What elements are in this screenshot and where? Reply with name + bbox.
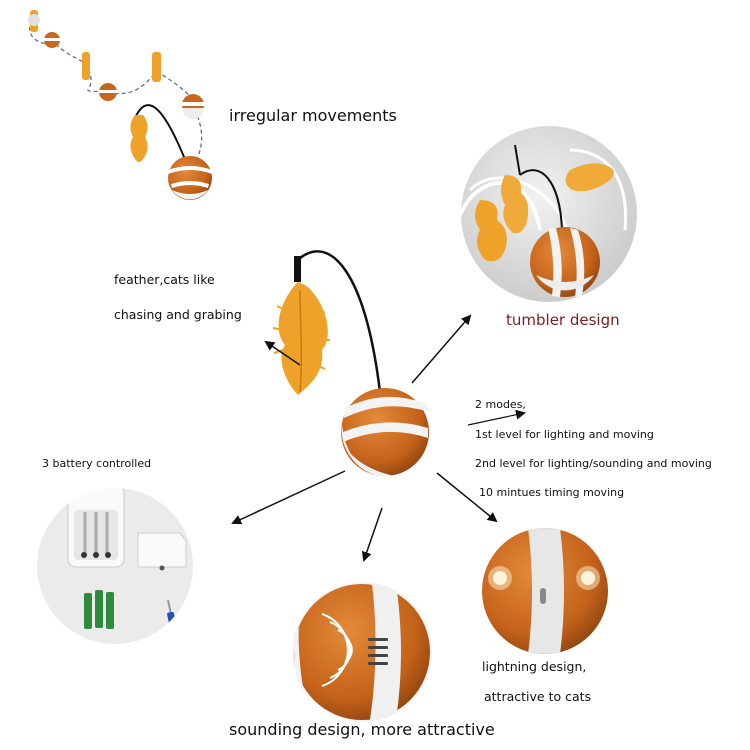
main-ball-toy [272, 250, 429, 477]
trail-ball-4 [99, 83, 117, 101]
label-modes-title: 2 modes, [475, 398, 526, 411]
lightning-design-photo [482, 528, 608, 654]
arrow-to-feather [264, 340, 301, 366]
label-mode-2: 2nd level for lighting/sounding and movi… [475, 457, 712, 470]
trail-feather [130, 115, 148, 162]
label-feather-line2: chasing and grabing [114, 307, 242, 322]
label-sounding-design: sounding design, more attractive [229, 720, 495, 739]
trail-ball-main [168, 156, 212, 200]
arrow-to-lightning [436, 472, 498, 523]
label-lightning-line1: lightning design, [482, 659, 587, 674]
trail-ball-1 [28, 10, 40, 32]
arrow-to-modes [467, 409, 526, 426]
label-lightning-line2: attractive to cats [484, 689, 592, 704]
label-battery: 3 battery controlled [42, 457, 152, 470]
label-tumbler-design: tumbler design [506, 311, 620, 329]
trail-ball-5 [152, 52, 161, 82]
battery-photo [37, 488, 193, 644]
arrow-to-tumbler [411, 314, 472, 384]
irregular-movement-illustration [28, 10, 212, 200]
trail-ball-3 [82, 52, 90, 80]
arrows [231, 314, 526, 562]
trail-ball-2 [44, 32, 60, 48]
label-timer: 10 mintues timing moving [479, 486, 625, 499]
main-feather [272, 282, 330, 395]
sounding-design-photo [292, 582, 432, 722]
tumbler-design-photo [461, 126, 637, 302]
label-feather-line1: feather,cats like [114, 272, 215, 287]
arrow-to-battery [231, 470, 346, 525]
label-irregular-movements: irregular movements [229, 106, 397, 125]
arrow-to-sounding [361, 507, 383, 562]
label-mode-1: 1st level for lighting and moving [475, 428, 654, 441]
trail-ball-6 [182, 94, 204, 119]
